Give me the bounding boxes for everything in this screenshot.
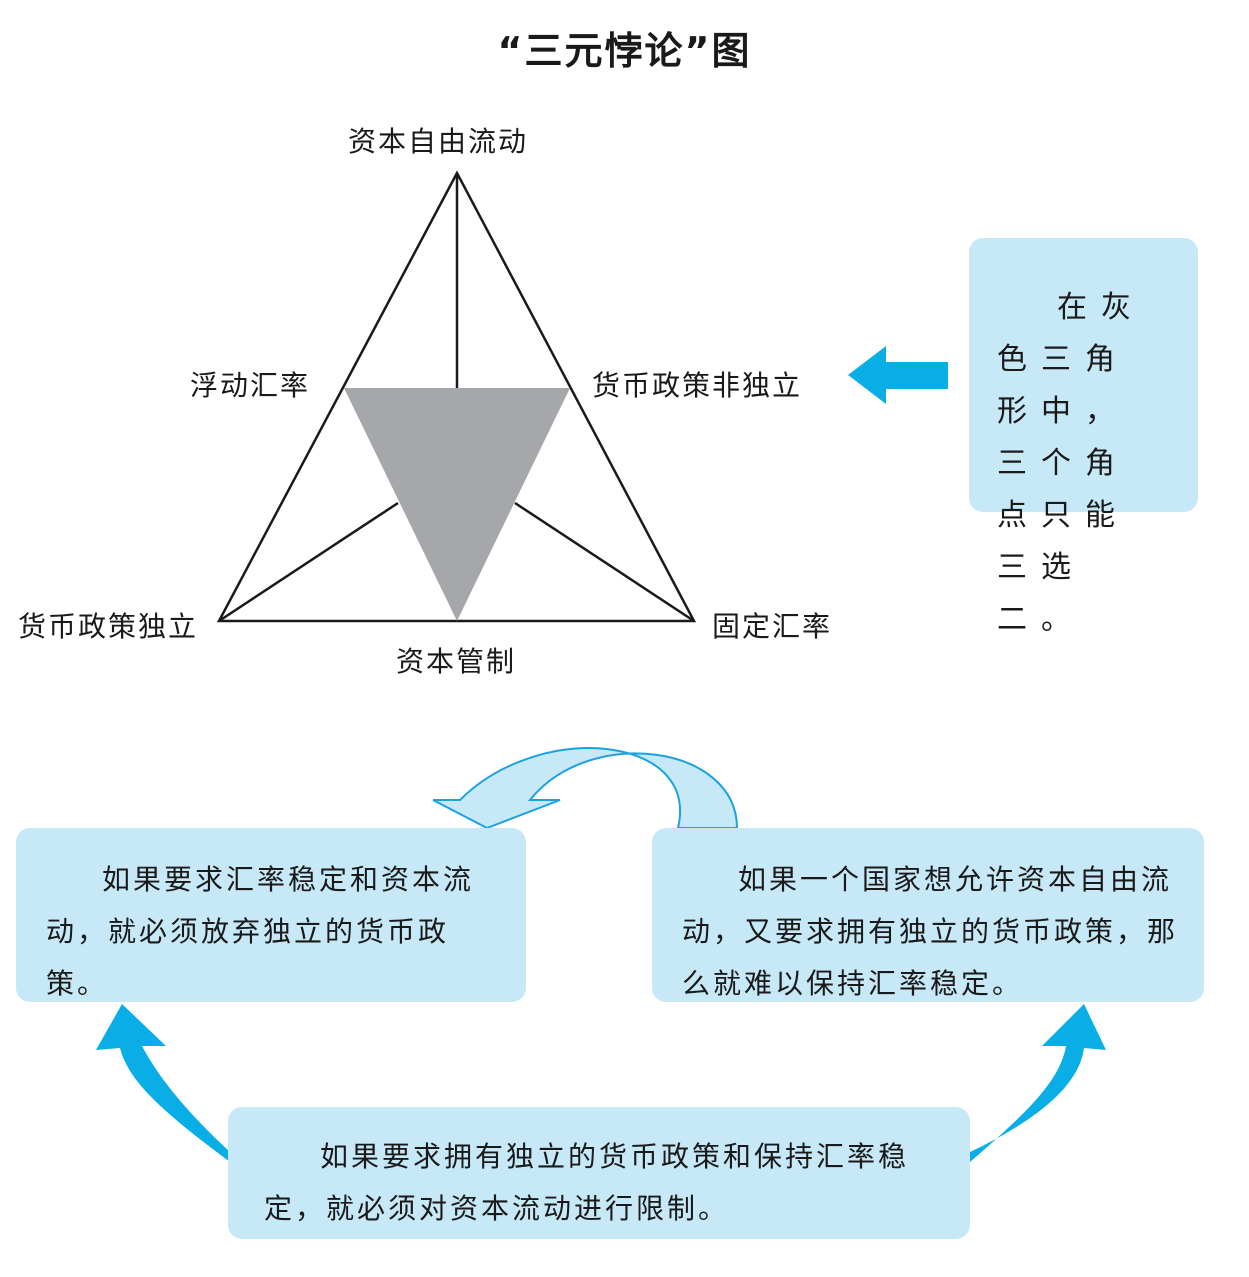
explanation-box-left: 如果要求汇率稳定和资本流动，就必须放弃独立的货币政策。 bbox=[16, 828, 526, 1002]
explanation-text-bottom: 如果要求拥有独立的货币政策和保持汇率稳定，就必须对资本流动进行限制。 bbox=[264, 1140, 910, 1225]
note-text: 在灰色三角形中，三个角点只能三选二。 bbox=[997, 290, 1145, 637]
left-arrow-icon bbox=[848, 346, 948, 404]
bottom-right-inner-line bbox=[514, 501, 695, 623]
explanation-text-right: 如果一个国家想允许资本自由流动，又要求拥有独立的货币政策，那么就难以保持汇率稳定… bbox=[682, 863, 1179, 1000]
diagram-title: “三元悖论”图 bbox=[497, 29, 752, 73]
left-up-arrow-icon bbox=[96, 1004, 230, 1162]
vertex-label-floating-rate: 浮动汇率 bbox=[190, 369, 311, 402]
vertex-label-capital-mobility: 资本自由流动 bbox=[348, 125, 529, 158]
right-up-arrow-icon bbox=[970, 1004, 1106, 1162]
curved-outline-arrow-icon bbox=[432, 747, 739, 830]
explanation-box-right: 如果一个国家想允许资本自由流动，又要求拥有独立的货币政策，那么就难以保持汇率稳定… bbox=[652, 828, 1204, 1002]
vertex-label-monetary-dependence: 货币政策非独立 bbox=[592, 369, 803, 402]
vertex-label-monetary-independence: 货币政策独立 bbox=[18, 610, 199, 643]
gray-inner-triangle bbox=[344, 388, 570, 621]
outer-triangle bbox=[216, 170, 697, 623]
vertex-label-fixed-rate: 固定汇率 bbox=[712, 610, 833, 643]
bottom-left-inner-line bbox=[218, 501, 399, 623]
note-box: 在灰色三角形中，三个角点只能三选二。 bbox=[969, 238, 1198, 637]
vertex-label-capital-control: 资本管制 bbox=[396, 645, 517, 678]
explanation-text-left: 如果要求汇率稳定和资本流动，就必须放弃独立的货币政策。 bbox=[46, 863, 475, 1000]
explanation-box-bottom: 如果要求拥有独立的货币政策和保持汇率稳定，就必须对资本流动进行限制。 bbox=[228, 1107, 970, 1239]
